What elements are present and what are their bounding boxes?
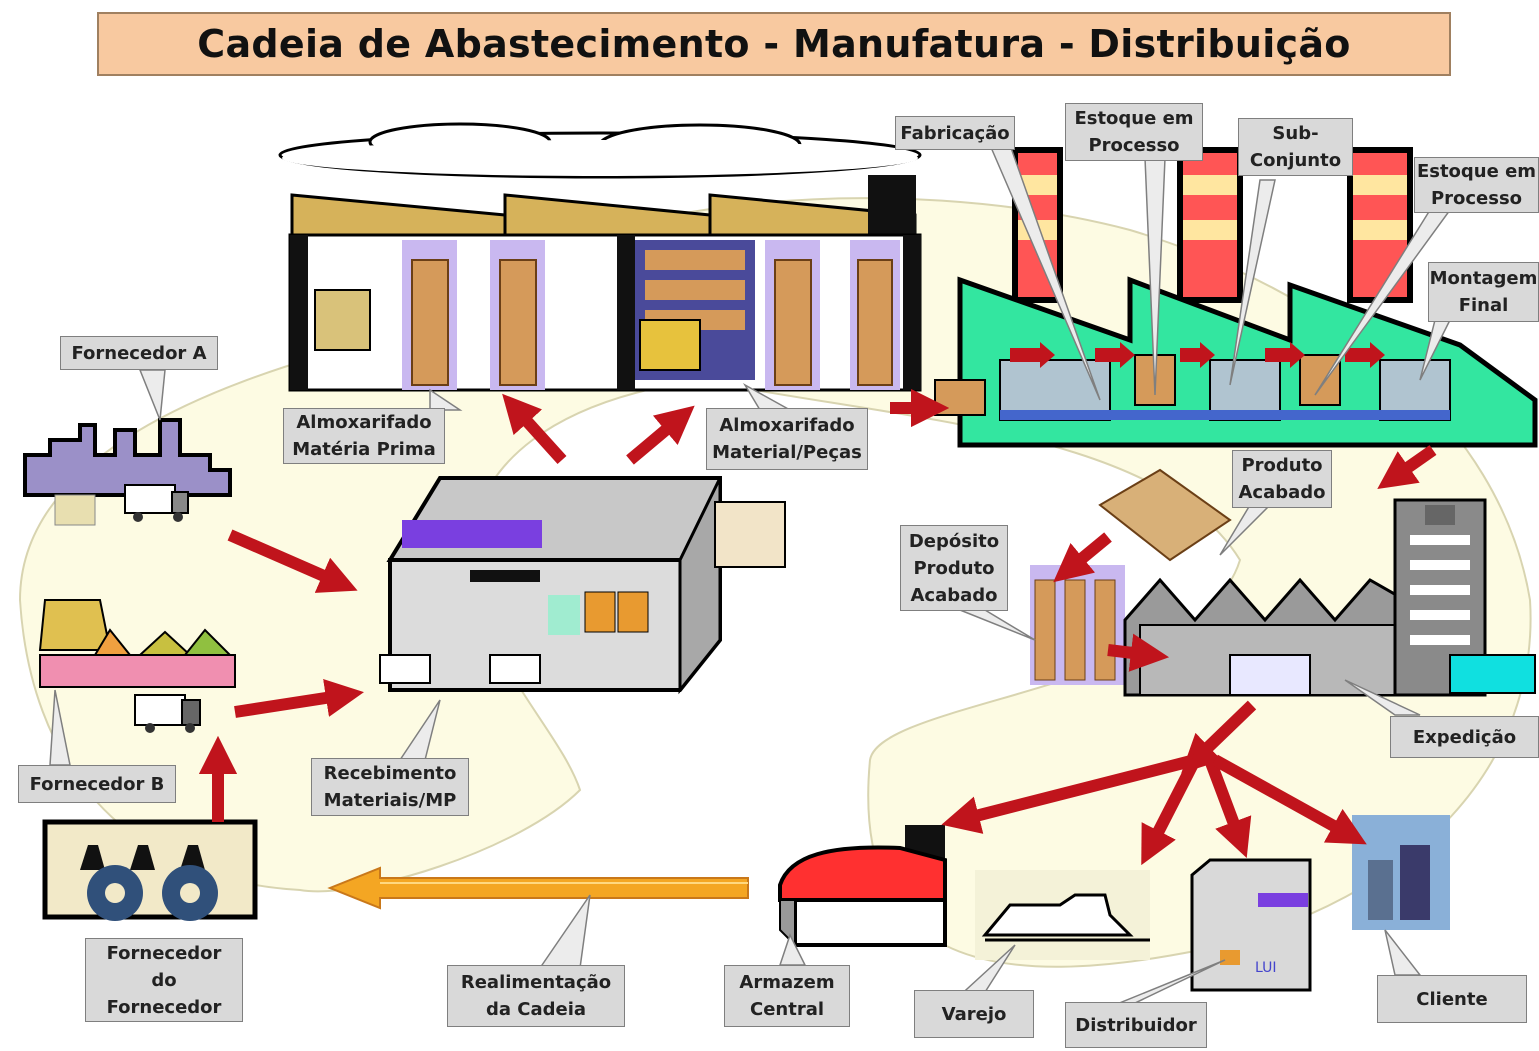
flow-arrows: [198, 388, 1437, 866]
receiving-building-icon: [379, 476, 786, 695]
central-warehouse-barn-icon: [778, 825, 947, 948]
feedback-arrow: [327, 866, 749, 910]
label-armazem: Armazem Central: [724, 965, 850, 1027]
factory-icon: [934, 147, 1538, 448]
label-varejo: Varejo: [914, 990, 1034, 1038]
label-montagem-final: Montagem Final: [1428, 262, 1539, 322]
shipping-building-icon: [1123, 498, 1536, 697]
retail-store-icon: [975, 870, 1150, 960]
svg-text:LUI: LUI: [1255, 960, 1276, 976]
label-realimentacao: Realimentação da Cadeia: [447, 965, 625, 1027]
label-almox-pecas: Almoxarifado Material/Peças: [706, 408, 868, 470]
label-fornecedor-a: Fornecedor A: [60, 336, 218, 370]
label-fornecedor-do-fornecedor: Fornecedor do Fornecedor: [85, 938, 243, 1022]
title-banner: Cadeia de Abastecimento - Manufatura - D…: [97, 12, 1451, 76]
label-sub-conjunto: Sub- Conjunto: [1238, 118, 1353, 176]
distributor-building-icon: LUI: [1190, 858, 1312, 992]
warehouse-almoxarifado-icon: [288, 175, 922, 392]
label-expedicao: Expedição: [1390, 716, 1539, 758]
label-distribuidor: Distribuidor: [1065, 1002, 1207, 1048]
label-estoque-processo-1: Estoque em Processo: [1065, 103, 1203, 161]
label-estoque-processo-2: Estoque em Processo: [1414, 157, 1539, 213]
diagram-title: Cadeia de Abastecimento - Manufatura - D…: [197, 22, 1351, 66]
label-fornecedor-b: Fornecedor B: [18, 765, 176, 803]
supplier-of-supplier-gears-icon: [42, 819, 258, 921]
cloud-icon: [278, 122, 922, 179]
label-fabricacao: Fabricação: [895, 116, 1015, 150]
label-produto-acabado: Produto Acabado: [1232, 450, 1332, 508]
label-cliente: Cliente: [1377, 975, 1527, 1023]
label-deposito: Depósito Produto Acabado: [900, 525, 1008, 611]
label-recebimento: Recebimento Materiais/MP: [311, 758, 469, 816]
supplier-a-factory-icon: [23, 418, 232, 526]
customer-icon: [1352, 815, 1450, 930]
supplier-b-warehouse-icon: [38, 599, 236, 733]
finished-goods-depot-icon: [1030, 468, 1232, 685]
label-almox-mp: Almoxarifado Matéria Prima: [283, 408, 445, 464]
